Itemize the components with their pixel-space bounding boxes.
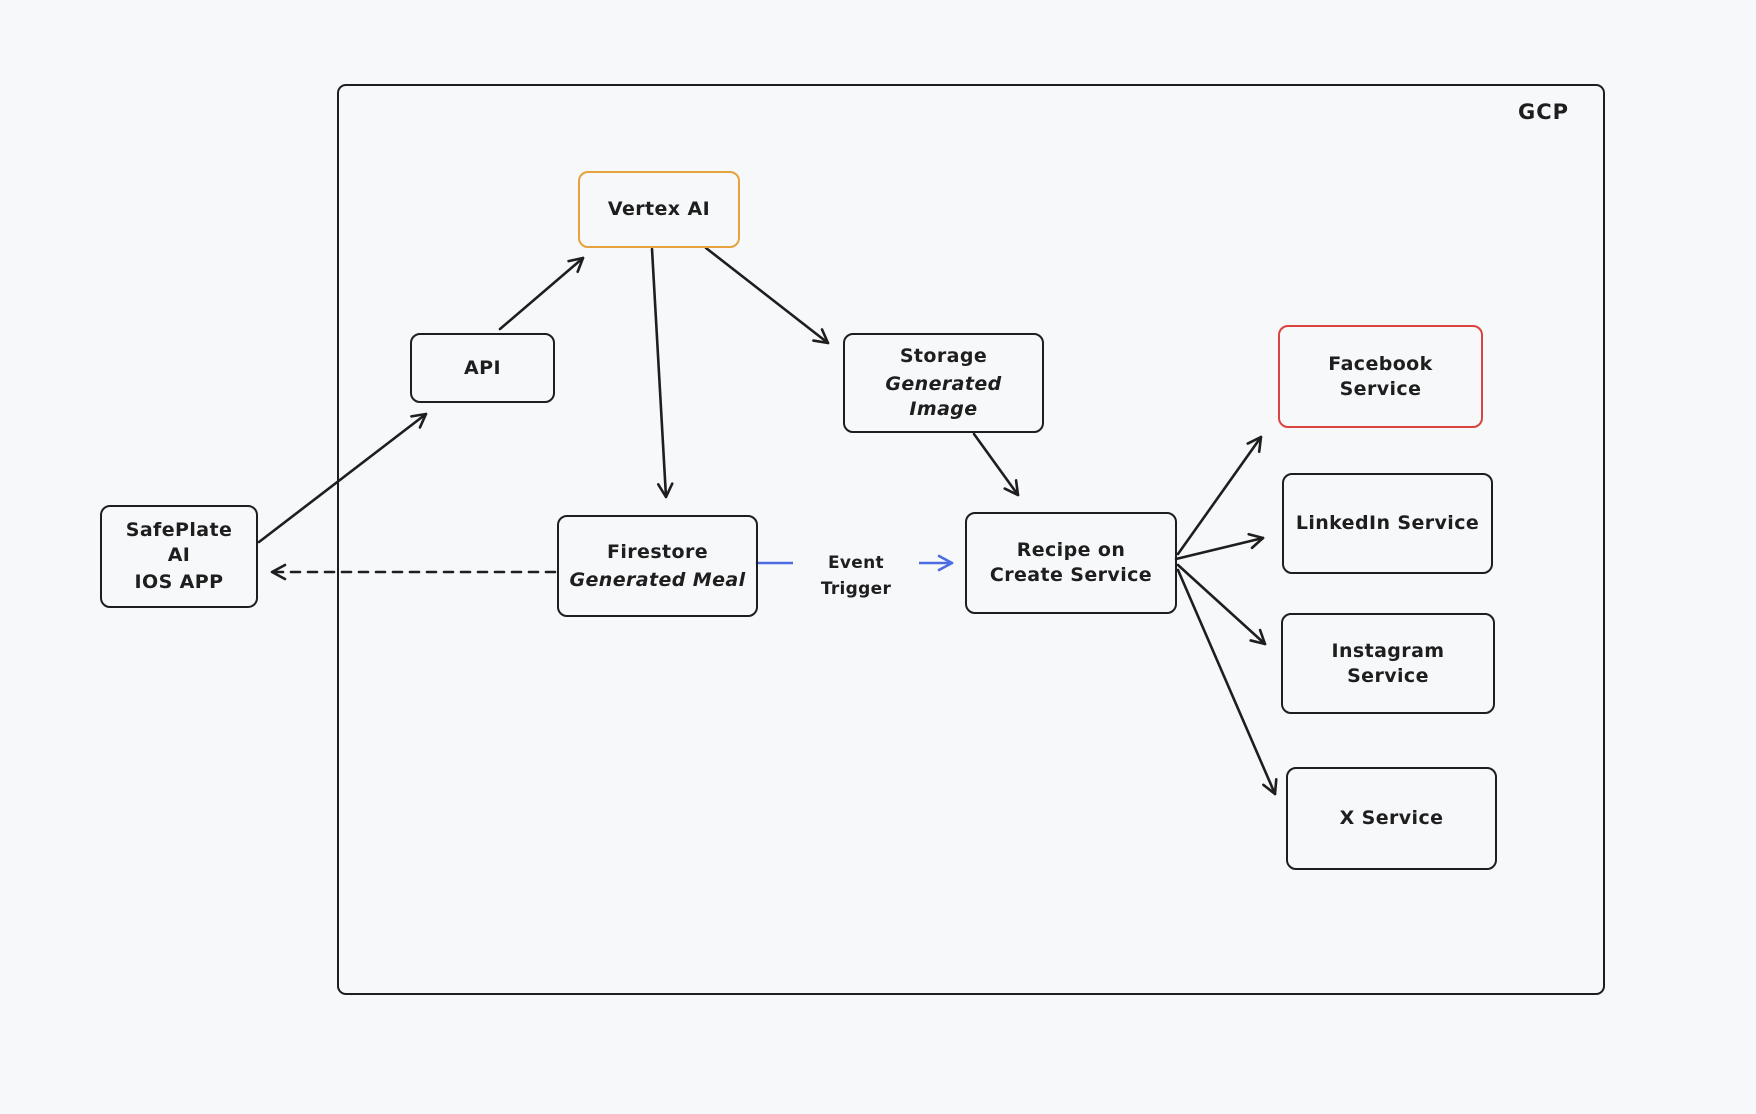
node-api[interactable]: API	[410, 333, 555, 403]
node-facebook-service[interactable]: Facebook Service	[1278, 325, 1483, 428]
node-storage-subtitle: Generated Image	[885, 373, 1002, 420]
gcp-label: GCP	[1517, 100, 1569, 124]
node-safeplate-line2: IOS APP	[134, 571, 224, 594]
node-linkedin-title: LinkedIn Service	[1295, 512, 1480, 535]
node-firestore[interactable]: Firestore Generated Meal	[557, 515, 758, 617]
node-firestore-subtitle: Generated Meal	[569, 568, 746, 591]
node-facebook-title: Facebook Service	[1328, 352, 1433, 400]
node-storage-title: Storage	[899, 345, 988, 368]
node-firestore-title: Firestore	[606, 540, 709, 563]
node-recipe-on-create-service[interactable]: Recipe on Create Service	[965, 512, 1177, 614]
node-vertex-ai[interactable]: Vertex AI	[578, 171, 740, 248]
node-instagram-service[interactable]: Instagram Service	[1281, 613, 1495, 714]
node-vertex-ai-title: Vertex AI	[607, 198, 711, 221]
node-safeplate-ios-app[interactable]: SafePlate AI IOS APP	[100, 505, 258, 608]
node-instagram-title: Instagram Service	[1331, 639, 1445, 687]
node-recipe-title: Recipe on Create Service	[989, 539, 1153, 586]
node-storage[interactable]: Storage Generated Image	[843, 333, 1044, 433]
node-safeplate-line1: SafePlate AI	[125, 518, 233, 566]
event-trigger-label: Event Trigger	[793, 550, 919, 602]
node-x-title: X Service	[1339, 807, 1444, 830]
node-x-service[interactable]: X Service	[1286, 767, 1497, 870]
node-api-title: API	[464, 356, 501, 379]
node-linkedin-service[interactable]: LinkedIn Service	[1282, 473, 1493, 574]
